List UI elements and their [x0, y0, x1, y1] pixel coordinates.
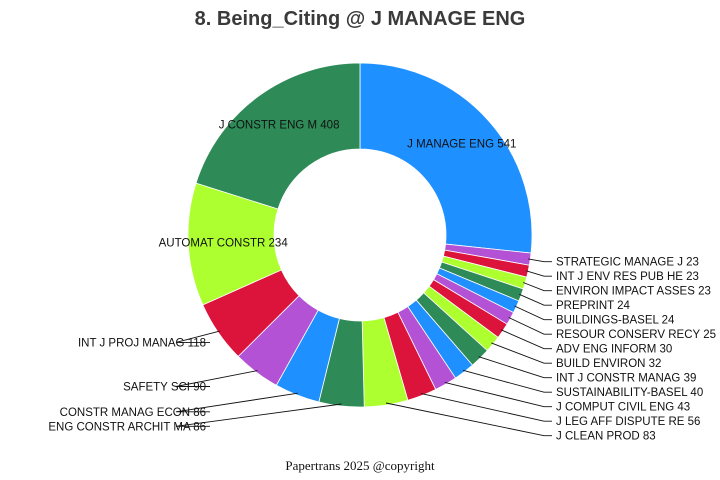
leader-line-j-comput-civil-eng [444, 381, 552, 408]
leader-line-strategic-manage-j [528, 258, 552, 263]
leader-line-build-environ [491, 342, 552, 364]
slice-label-j-leg-aff-dispute-re: J LEG AFF DISPUTE RE 56 [556, 416, 700, 428]
leader-line-environ-impact-asses [523, 282, 552, 292]
slice-label-sustainability-basel: SUSTAINABILITY-BASEL 40 [556, 387, 703, 399]
leader-line-j-clean-prod [385, 402, 552, 437]
slice-label-adv-eng-inform: ADV ENG INFORM 30 [556, 344, 672, 356]
slice-label-preprint: PREPRINT 24 [556, 300, 631, 312]
leader-line-sustainability-basel [462, 369, 552, 393]
leader-line-int-j-env-res-pub-he [526, 270, 552, 277]
leader-line-adv-eng-inform [500, 329, 552, 350]
slice-label-j-comput-civil-eng: J COMPUT CIVIL ENG 43 [556, 402, 690, 414]
copyright-footer: Papertrans 2025 @copyright [285, 458, 435, 473]
label-leader-lines [175, 258, 552, 437]
leader-line-preprint [519, 293, 552, 306]
slice-label-resour-conserv-recy: RESOUR CONSERV RECY 25 [556, 329, 716, 341]
leader-line-safety-sci [175, 370, 258, 387]
slice-label-eng-constr-archit-ma: ENG CONSTR ARCHIT MA 86 [48, 421, 206, 433]
slice-label-int-j-env-res-pub-he: INT J ENV RES PUB HE 23 [556, 271, 699, 283]
leader-line-constr-manag-econ [175, 392, 298, 413]
slice-label-j-manage-eng: J MANAGE ENG 541 [407, 138, 516, 150]
slice-label-constr-manag-econ: CONSTR MANAG ECON 86 [60, 407, 206, 419]
slice-label-buildings-basel: BUILDINGS-BASEL 24 [556, 315, 675, 327]
leader-line-int-j-constr-manag [478, 356, 552, 379]
slice-j-constr-eng-m [195, 62, 361, 210]
slice-label-safety-sci: SAFETY SCI 90 [123, 382, 206, 394]
slice-label-int-j-constr-manag: INT J CONSTR MANAG 39 [556, 373, 696, 385]
donut-slices [187, 62, 533, 408]
slice-label-automat-constr: AUTOMAT CONSTR 234 [159, 238, 289, 250]
slice-label-j-constr-eng-m: J CONSTR ENG M 408 [219, 120, 340, 132]
leader-line-eng-constr-archit-ma [175, 403, 342, 427]
slice-label-build-environ: BUILD ENVIRON 32 [556, 358, 661, 370]
slice-label-environ-impact-asses: ENVIRON IMPACT ASSES 23 [556, 286, 711, 298]
leader-line-int-j-proj-manag [175, 330, 220, 343]
leader-line-resour-conserv-recy [508, 317, 552, 335]
leader-line-buildings-basel [514, 305, 552, 321]
leader-line-j-leg-aff-dispute-re [421, 393, 552, 422]
slice-j-manage-eng [359, 62, 533, 254]
chart-title: 8. Being_Citing @ J MANAGE ENG [195, 8, 526, 30]
slice-label-strategic-manage-j: STRATEGIC MANAGE J 23 [556, 257, 699, 269]
slice-label-int-j-proj-manag: INT J PROJ MANAG 118 [78, 337, 206, 349]
slice-label-j-clean-prod: J CLEAN PROD 83 [556, 431, 656, 443]
